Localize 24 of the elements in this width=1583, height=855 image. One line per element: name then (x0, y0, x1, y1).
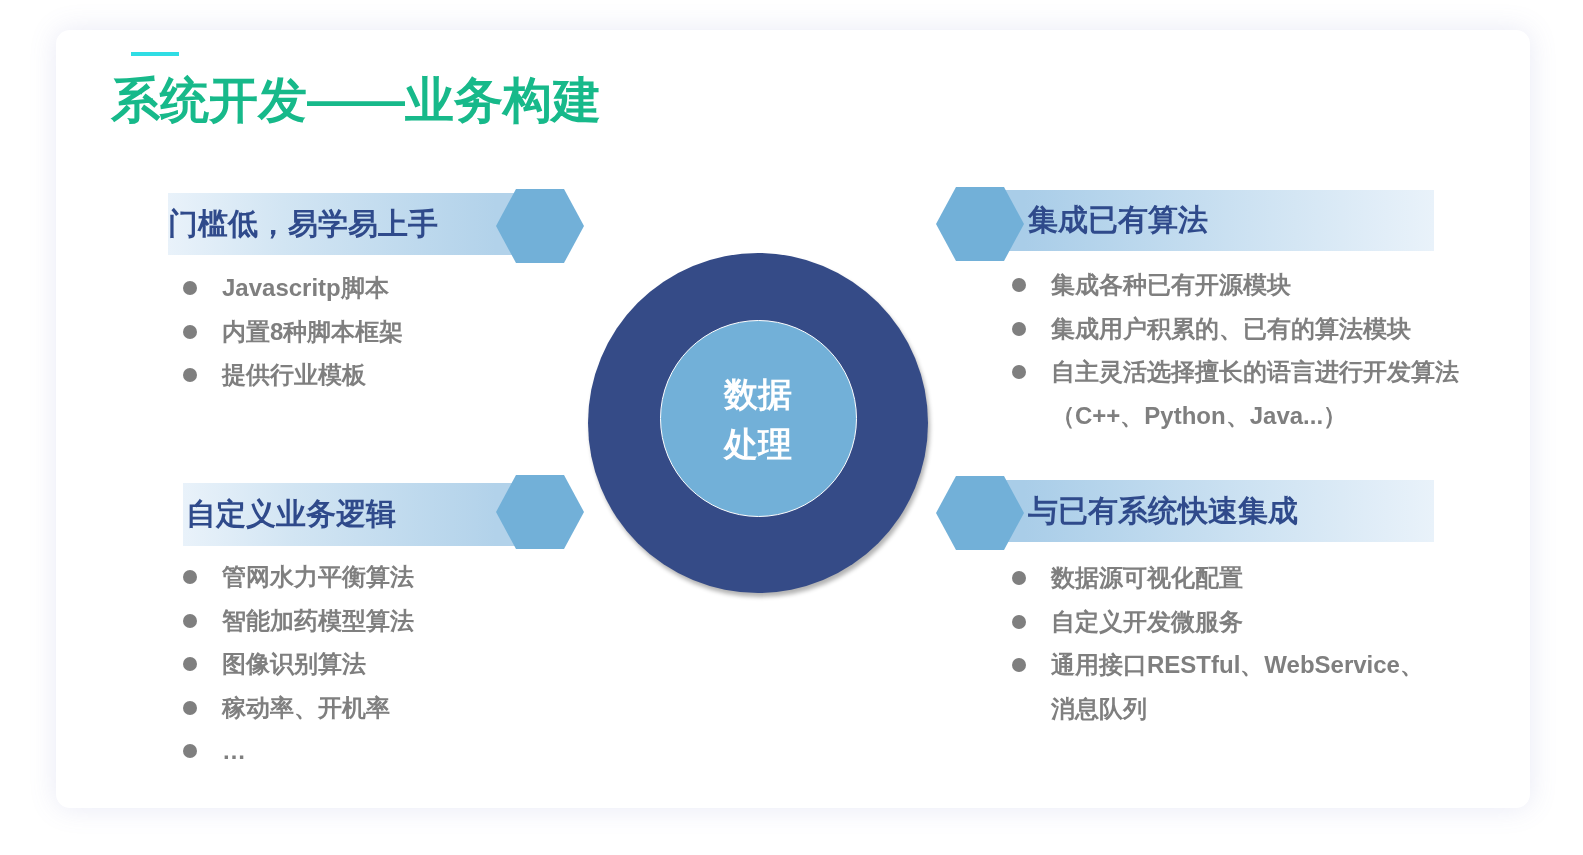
list-item-text: 稼动率、开机率 (222, 692, 391, 723)
heading-text: 与已有系统快速集成 (1028, 492, 1298, 529)
list-item-text: 自定义开发微服务 (1051, 606, 1244, 637)
list-item-text: 管网水力平衡算法 (222, 562, 415, 592)
list-item-text: 集成各种已有开源模块 (1051, 270, 1292, 300)
list-item-text: 图像识别算法 (222, 649, 367, 679)
heading-band (183, 483, 496, 546)
list-item-text: 内置8种脚本框架 (222, 316, 405, 347)
heading-band (168, 193, 496, 255)
list-item-text: 通用接口RESTful、WebService、消息队列 (1051, 650, 1425, 724)
center-label: 数据处理 (722, 372, 794, 466)
heading-text: 门槛低，易学易上手 (168, 205, 438, 242)
heading-band (1024, 480, 1434, 542)
heading-text: 集成已有算法 (1028, 202, 1208, 238)
list-item-text: 集成用户积累的、已有的算法模块 (1051, 313, 1412, 344)
heading-text: 自定义业务逻辑 (186, 496, 396, 532)
list-item-text: 提供行业模板 (222, 360, 367, 390)
heading-band (1024, 190, 1434, 251)
list-item-text: … (222, 736, 247, 766)
list-item-text: 自主灵活选择擅长的语言进行开发算法（C++、Python、Java...） (1051, 357, 1460, 431)
slide-title: 系统开发——业务构建 (111, 72, 601, 129)
list-item-text: 数据源可视化配置 (1051, 563, 1244, 593)
list-item-text: 智能加药模型算法 (222, 605, 415, 636)
list-item-text: Javascritp脚本 (222, 273, 390, 303)
